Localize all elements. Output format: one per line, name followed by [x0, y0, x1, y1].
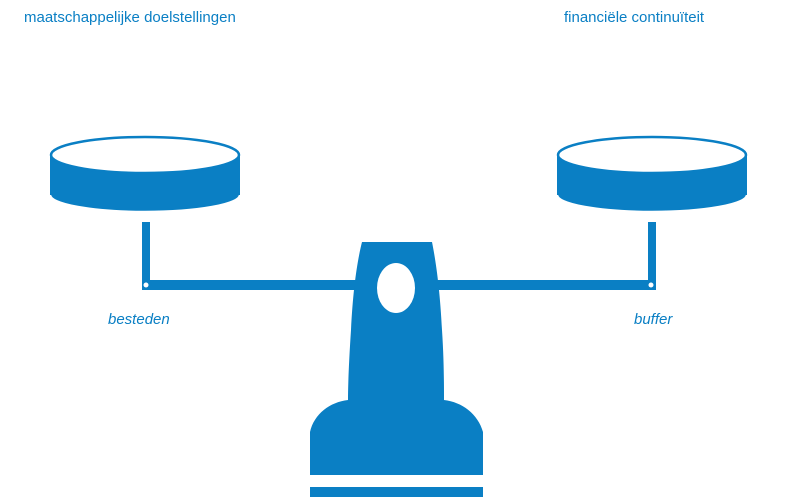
right-goal-label: financiële continuïteit [564, 9, 705, 26]
left-pan [48, 135, 242, 214]
right-pan [555, 135, 749, 214]
right-pan-top [556, 135, 748, 175]
pivot-hole [377, 263, 415, 313]
left-hanger [142, 222, 150, 290]
left-goal-label: maatschappelijke doelstellingen [24, 9, 236, 26]
left-pan-stripe [48, 194, 242, 214]
right-hanger [648, 222, 656, 290]
base-plate [310, 487, 483, 497]
left-pan-label: besteden [108, 311, 170, 328]
scale-column [310, 242, 483, 475]
left-pan-top [49, 135, 241, 175]
right-beam-joint [648, 282, 654, 288]
right-pan-stripe [555, 194, 749, 214]
right-pan-label: buffer [634, 311, 673, 328]
left-beam-joint [143, 282, 149, 288]
